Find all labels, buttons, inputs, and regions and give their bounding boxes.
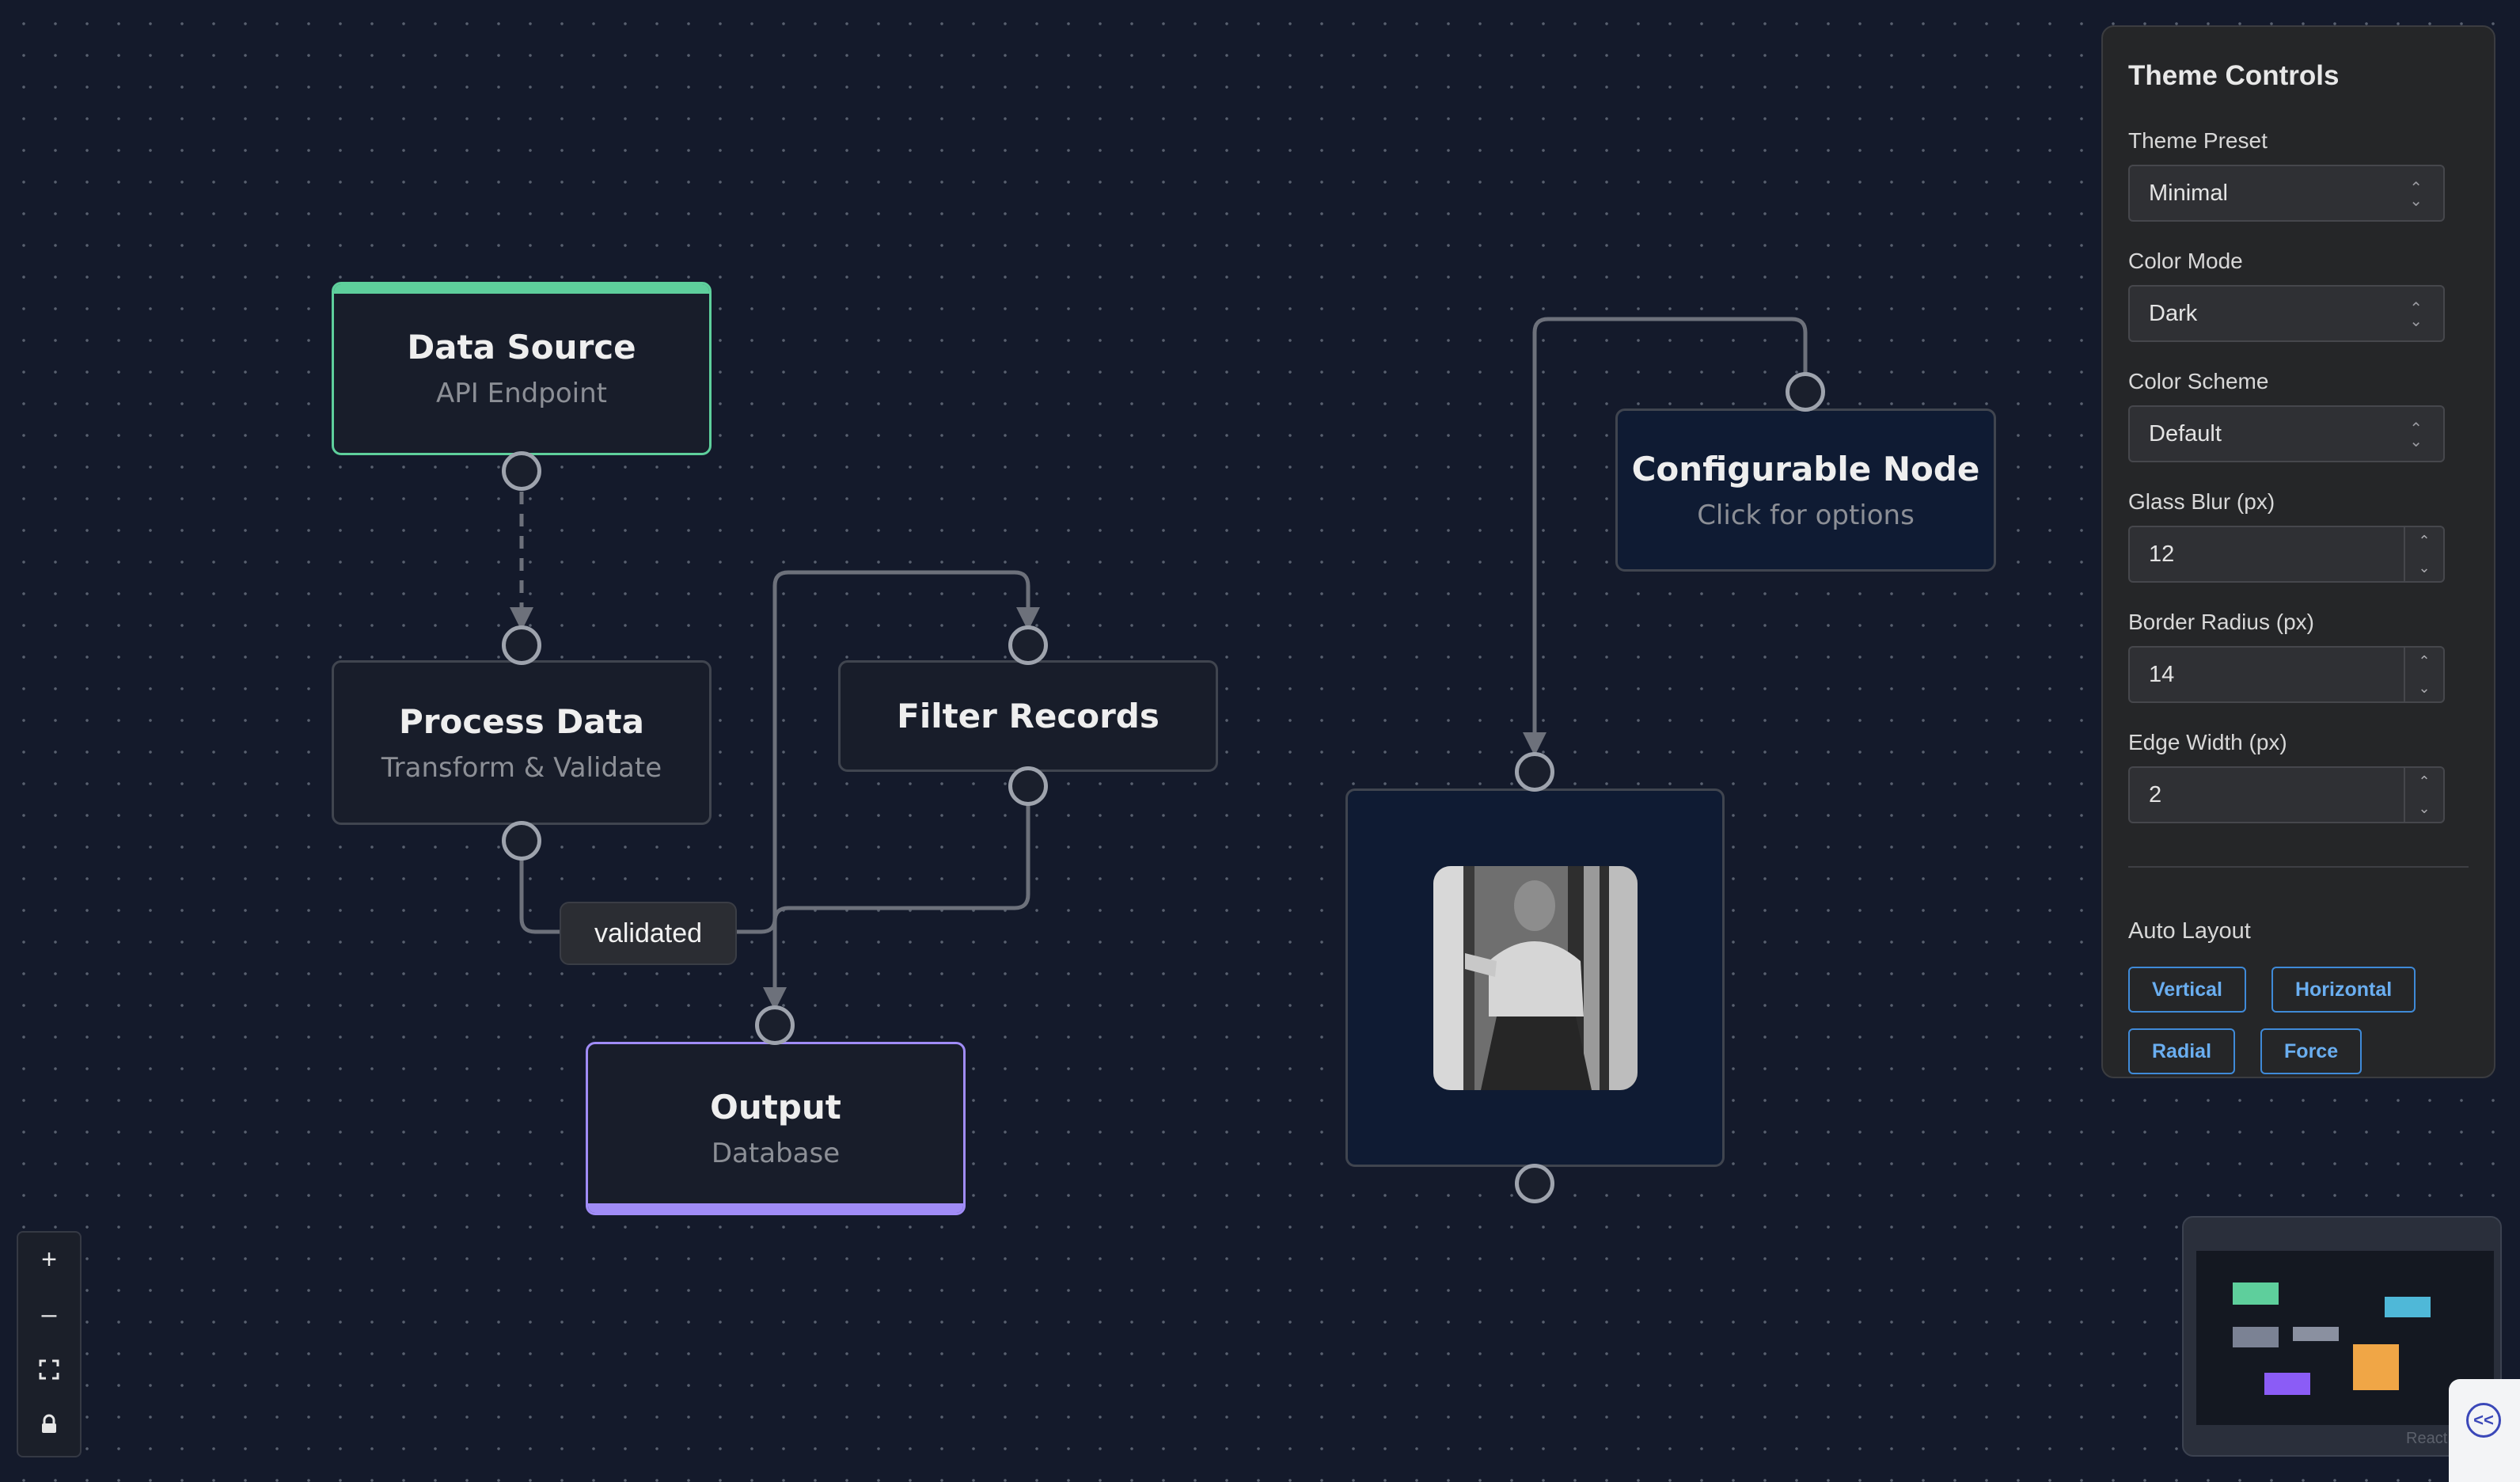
node-filter-records[interactable]: Filter Records [838, 660, 1218, 772]
minimap[interactable] [2182, 1216, 2502, 1457]
color-mode-field: Color Mode Dark ⌃⌄ [2128, 249, 2469, 342]
edge-filter-to-output[interactable] [763, 804, 1030, 1011]
edge-configurable-to-image[interactable] [1523, 317, 1808, 756]
handle-output-top[interactable] [755, 1005, 795, 1045]
edge-process-to-filter[interactable] [519, 570, 1040, 934]
minimap-node [2293, 1327, 2339, 1341]
node-title: Process Data [399, 701, 644, 741]
chevron-updown-icon: ⌃⌄ [2409, 180, 2423, 210]
edge-width-field: Edge Width (px) 2 ⌃⌄ [2128, 730, 2469, 823]
node-process-data[interactable]: Process Data Transform & Validate [332, 660, 712, 825]
theme-preset-label: Theme Preset [2128, 128, 2268, 153]
node-subtitle: Transform & Validate [381, 751, 662, 784]
layout-radial-button[interactable]: Radial [2128, 1028, 2236, 1074]
node-title: Output [710, 1088, 841, 1127]
node-subtitle: Click for options [1697, 499, 1915, 531]
fit-view-icon [39, 1359, 59, 1379]
layout-horizontal-button[interactable]: Horizontal [2271, 967, 2416, 1013]
node-configurable[interactable]: Configurable Node Click for options [1615, 408, 1996, 572]
color-scheme-field: Color Scheme Default ⌃⌄ [2128, 369, 2469, 462]
node-accent-bar [334, 284, 709, 294]
node-accent-bar [588, 1203, 963, 1213]
minimap-node [2353, 1344, 2399, 1390]
color-scheme-select[interactable]: Default ⌃⌄ [2128, 405, 2445, 462]
minimap-node [2233, 1282, 2279, 1305]
chevron-updown-icon: ⌃⌄ [2409, 420, 2423, 450]
attribution-text[interactable]: React [2406, 1430, 2448, 1447]
lock-button[interactable] [18, 1396, 80, 1451]
edge-label-validated[interactable]: validated [560, 902, 737, 965]
minimap-node [2264, 1373, 2310, 1395]
panel-divider [2128, 866, 2469, 868]
handle-image-top[interactable] [1515, 752, 1554, 792]
person-photo [1433, 865, 1638, 1090]
edge-width-value: 2 [2149, 781, 2162, 808]
zoom-out-button[interactable]: – [41, 1299, 57, 1329]
theme-preset-value: Minimal [2149, 180, 2228, 206]
panel-title: Theme Controls [2128, 60, 2340, 91]
color-scheme-label: Color Scheme [2128, 369, 2269, 393]
handle-process-data-bottom[interactable] [502, 821, 541, 861]
glass-blur-label: Glass Blur (px) [2128, 489, 2275, 514]
canvas-controls: + – [17, 1231, 82, 1457]
border-radius-field: Border Radius (px) 14 ⌃⌄ [2128, 610, 2469, 703]
handle-configurable-top[interactable] [1786, 372, 1825, 412]
auto-layout-label: Auto Layout [2128, 918, 2251, 944]
node-data-source[interactable]: Data Source API Endpoint [332, 282, 712, 455]
border-radius-label: Border Radius (px) [2128, 610, 2314, 634]
collapse-icon: << [2466, 1403, 2501, 1438]
node-title: Configurable Node [1631, 449, 1980, 488]
node-subtitle: API Endpoint [436, 378, 607, 409]
minimap-viewport [2196, 1251, 2494, 1425]
chevron-updown-icon: ⌃⌄ [2409, 300, 2423, 330]
border-radius-input[interactable]: 14 ⌃⌄ [2128, 646, 2445, 703]
stepper-icon[interactable]: ⌃⌄ [2404, 648, 2443, 701]
edge-width-input[interactable]: 2 ⌃⌄ [2128, 766, 2445, 823]
theme-preset-select[interactable]: Minimal ⌃⌄ [2128, 165, 2445, 222]
handle-data-source-bottom[interactable] [502, 451, 541, 491]
node-title: Filter Records [897, 697, 1159, 735]
color-scheme-value: Default [2149, 420, 2222, 446]
border-radius-value: 14 [2149, 661, 2175, 687]
fit-view-button[interactable] [18, 1342, 80, 1396]
theme-controls-panel: Theme Controls Theme Preset Minimal ⌃⌄ C… [2101, 25, 2495, 1078]
color-mode-label: Color Mode [2128, 249, 2243, 273]
node-title: Data Source [407, 328, 636, 367]
glass-blur-input[interactable]: 12 ⌃⌄ [2128, 526, 2445, 583]
node-output[interactable]: Output Database [586, 1042, 966, 1215]
theme-preset-field: Theme Preset Minimal ⌃⌄ [2128, 128, 2469, 222]
stepper-icon[interactable]: ⌃⌄ [2404, 768, 2443, 822]
handle-process-data-top[interactable] [502, 625, 541, 665]
minimap-node [2233, 1327, 2279, 1347]
layout-force-button[interactable]: Force [2260, 1028, 2362, 1074]
handle-image-bottom[interactable] [1515, 1164, 1554, 1203]
lock-icon [42, 1414, 56, 1433]
color-mode-select[interactable]: Dark ⌃⌄ [2128, 285, 2445, 342]
glass-blur-value: 12 [2149, 541, 2175, 567]
handle-filter-records-bottom[interactable] [1008, 766, 1048, 806]
layout-vertical-button[interactable]: Vertical [2128, 967, 2246, 1013]
glass-blur-field: Glass Blur (px) 12 ⌃⌄ [2128, 489, 2469, 583]
stepper-icon[interactable]: ⌃⌄ [2404, 527, 2443, 581]
edge-width-label: Edge Width (px) [2128, 730, 2287, 754]
handle-filter-records-top[interactable] [1008, 625, 1048, 665]
node-image[interactable] [1345, 788, 1725, 1167]
node-subtitle: Database [711, 1138, 841, 1169]
minimap-node [2385, 1297, 2431, 1317]
zoom-in-button[interactable]: + [41, 1244, 57, 1275]
panel-toggle-button[interactable]: << [2449, 1379, 2520, 1482]
color-mode-value: Dark [2149, 300, 2198, 326]
